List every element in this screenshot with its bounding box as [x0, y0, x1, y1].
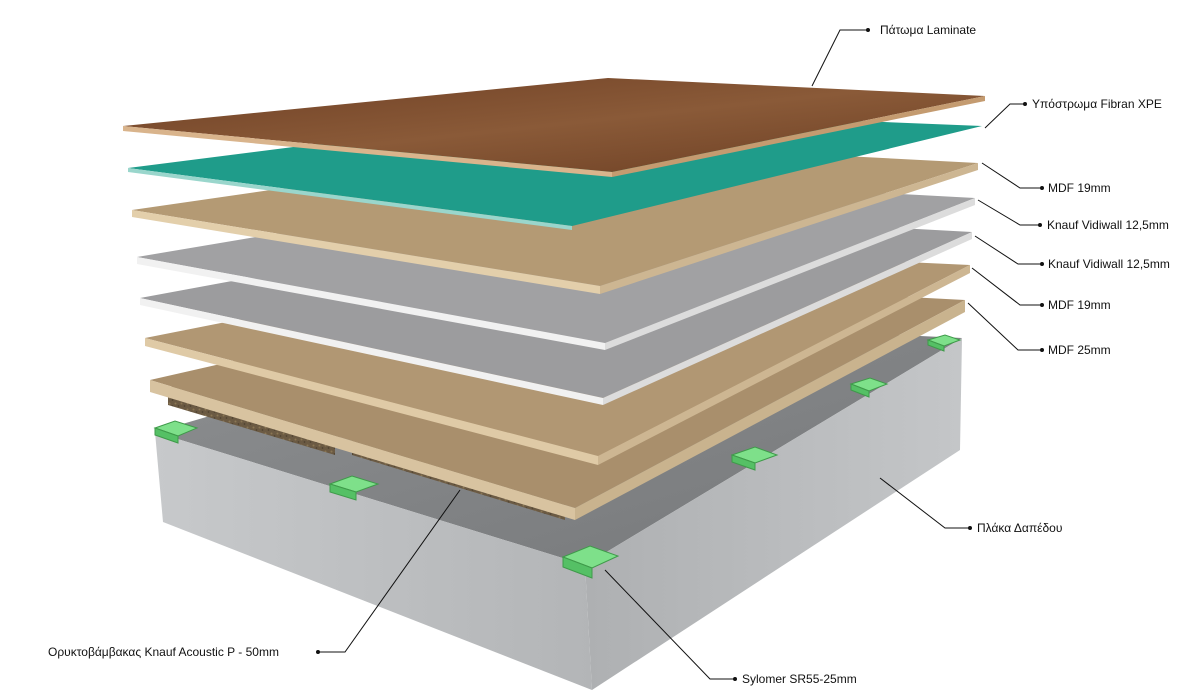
- vidiwall2-edge: [140, 298, 603, 405]
- leader-dot: [866, 28, 870, 32]
- label-mdf19-top: MDF 19mm: [1048, 181, 1111, 195]
- vidiwall1-edge: [137, 257, 605, 350]
- leader-dot: [968, 526, 972, 530]
- mdf19b-side: [598, 265, 970, 465]
- mdf19t-edge: [132, 210, 600, 294]
- sylomer-pad: [731, 454, 756, 471]
- vidiwall2-side: [603, 232, 972, 405]
- label-vidiwall-2: Knauf Vidiwall 12,5mm: [1048, 257, 1170, 271]
- sylomer-pad: [154, 427, 179, 444]
- sylomer-pad: [850, 383, 870, 398]
- label-sylomer: Sylomer SR55-25mm: [742, 672, 857, 686]
- leader-vidiwall-2: [974, 235, 1042, 265]
- leader-dot: [1040, 186, 1044, 190]
- underlay-edge: [128, 168, 572, 230]
- sylomer-pads: [153, 334, 962, 579]
- leader-dot: [733, 677, 737, 681]
- leader-lines: [318, 29, 1042, 680]
- label-mdf19-bottom: MDF 19mm: [1048, 298, 1111, 312]
- label-laminate: Πάτωμα Laminate: [880, 23, 977, 37]
- label-mdf25: MDF 25mm: [1048, 343, 1111, 357]
- laminate-edge: [123, 126, 612, 177]
- leader-dots: [316, 28, 1044, 681]
- leader-underlay: [984, 103, 1025, 129]
- leader-mdf19-top: [981, 162, 1042, 189]
- mdf25-side: [575, 300, 965, 520]
- leader-dot: [1040, 262, 1044, 266]
- leader-dot: [1040, 303, 1044, 307]
- leader-insulation: [318, 489, 461, 653]
- slab-side-face: [585, 338, 962, 690]
- sylomer-pad: [329, 483, 357, 501]
- leader-dot: [316, 650, 320, 654]
- mdf19t-side: [600, 163, 978, 294]
- leader-mdf25: [967, 302, 1042, 351]
- laminate-top: [123, 78, 985, 172]
- layer-laminate: [123, 78, 985, 177]
- leader-slab: [879, 477, 970, 529]
- sylomer-pad: [927, 339, 945, 352]
- slab-front-face: [155, 432, 592, 690]
- leader-laminate: [811, 29, 868, 87]
- leader-sylomer: [604, 569, 735, 680]
- mdf19b-edge: [145, 338, 598, 465]
- leader-mdf19-bottom: [971, 267, 1042, 306]
- label-insulation: Ορυκτοβάμβακας Knauf Acoustic P - 50mm: [48, 645, 279, 659]
- label-vidiwall-1: Knauf Vidiwall 12,5mm: [1047, 218, 1169, 232]
- leader-dot: [1040, 348, 1044, 352]
- leader-dot: [1023, 102, 1027, 106]
- laminate-side: [612, 96, 985, 177]
- vidiwall1-side: [605, 198, 975, 350]
- label-underlay: Υπόστρωμα Fibran XPE: [1032, 97, 1162, 111]
- sylomer-pad: [562, 556, 593, 579]
- leader-dot: [1038, 223, 1042, 227]
- mdf25-edge: [150, 380, 575, 520]
- leader-vidiwall-1: [977, 199, 1040, 226]
- label-slab: Πλάκα Δαπέδου: [977, 521, 1063, 535]
